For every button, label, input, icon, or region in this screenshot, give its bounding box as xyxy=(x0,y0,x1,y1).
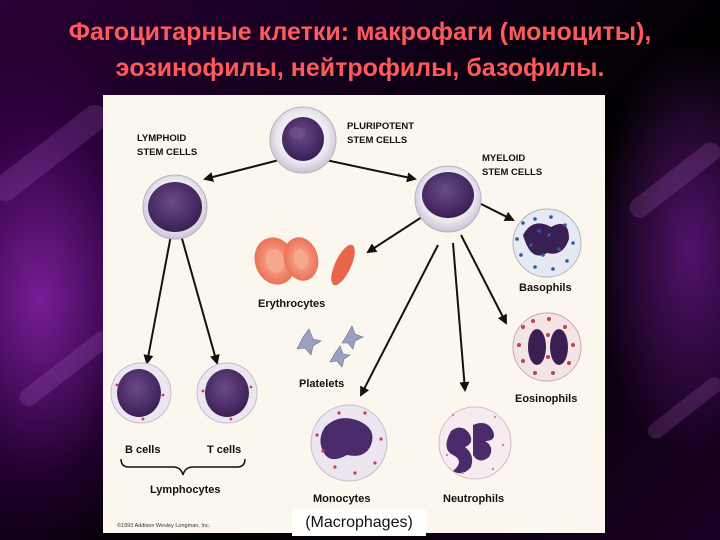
basophil xyxy=(512,208,582,278)
label-myeloid-2: STEM CELLS xyxy=(482,167,542,178)
slide-title-line-1: Фагоцитарные клетки: макрофаги (моноциты… xyxy=(68,18,652,46)
label-erythrocytes: Erythrocytes xyxy=(258,298,325,310)
slide-title-line-2: эозинофилы, нейтрофилы, базофилы. xyxy=(115,54,605,82)
monocyte xyxy=(310,404,388,482)
arrow-myeloid-to-monocyte xyxy=(360,244,439,397)
label-platelets: Platelets xyxy=(299,378,344,390)
t-cell xyxy=(196,362,258,424)
myeloid-stem-cell xyxy=(414,165,482,233)
b-cell xyxy=(110,362,172,424)
label-basophils: Basophils xyxy=(519,282,572,294)
neutrophil xyxy=(438,406,512,480)
slide-title: Фагоцитарные клетки: макрофаги (моноциты… xyxy=(0,14,720,86)
arrow-myeloid-to-neutrophil xyxy=(452,242,470,392)
arrow-myeloid-to-erythrocyte xyxy=(366,214,426,254)
label-pluripotent-2: STEM CELLS xyxy=(347,135,407,146)
hematopoiesis-diagram: PLURIPOTENT STEM CELLS LYMPHOID STEM CEL… xyxy=(110,106,582,529)
arrow-pluripotent-to-myeloid xyxy=(320,158,417,183)
label-eosinophils: Eosinophils xyxy=(515,393,577,405)
label-neutrophils: Neutrophils xyxy=(443,493,504,505)
lymphocytes-bracket xyxy=(120,458,246,476)
arrows xyxy=(143,158,515,397)
label-lymphocytes: Lymphocytes xyxy=(150,484,221,496)
pluripotent-stem-cell xyxy=(269,106,337,174)
copyright-credit: ©1993 Addison Wesley Longman, Inc. xyxy=(117,522,211,529)
hematopoiesis-figure: PLURIPOTENT STEM CELLS LYMPHOID STEM CEL… xyxy=(103,95,605,533)
lymphoid-stem-cell xyxy=(142,174,208,240)
label-myeloid-1: MYELOID xyxy=(482,153,525,164)
label-monocytes: Monocytes xyxy=(313,493,370,505)
label-pluripotent-1: PLURIPOTENT xyxy=(347,121,414,132)
macrophages-label: (Macrophages) xyxy=(292,510,426,536)
arrow-pluripotent-to-lymphoid xyxy=(203,158,284,182)
platelets xyxy=(296,325,364,368)
arrow-lymphoid-to-tcell xyxy=(180,234,220,365)
arrow-lymphoid-to-bcell xyxy=(143,234,172,365)
eosinophil xyxy=(512,312,582,382)
label-b-cells: B cells xyxy=(125,444,160,456)
erythrocytes xyxy=(254,237,355,286)
label-t-cells: T cells xyxy=(207,444,241,456)
label-lymphoid-1: LYMPHOID xyxy=(137,133,186,144)
arrow-myeloid-to-eosinophil xyxy=(460,234,507,325)
label-lymphoid-2: STEM CELLS xyxy=(137,147,197,158)
